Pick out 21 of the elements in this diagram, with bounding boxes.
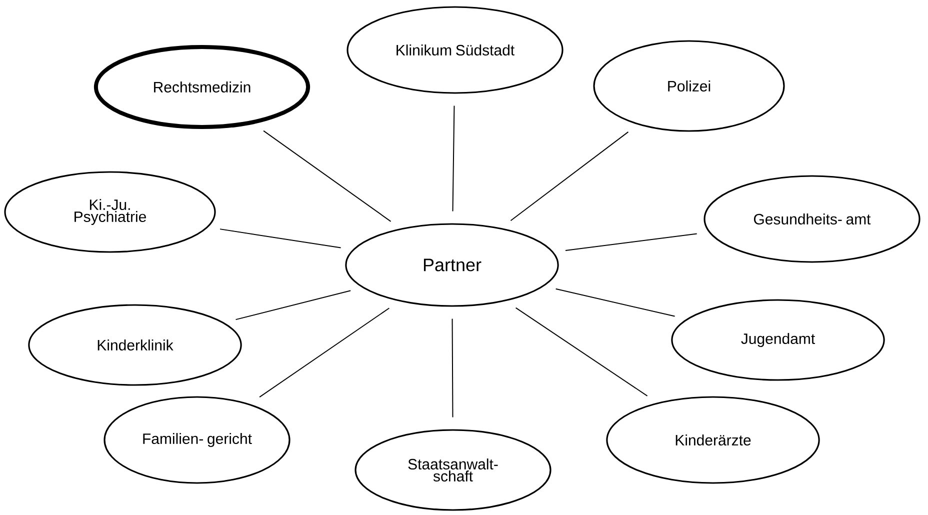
connector-line (452, 105, 455, 212)
connector-line (259, 308, 390, 398)
ellipse-node: Partner (345, 223, 559, 307)
connector-line (235, 290, 352, 320)
connector-line (263, 130, 392, 222)
ellipse-node: Kinderklinik (28, 304, 242, 386)
ellipse-node: Rechtsmedizin (94, 45, 310, 129)
connector-line (555, 288, 676, 317)
ellipse-node: Kinderärzte (606, 396, 820, 484)
connector-line (510, 131, 629, 222)
ellipse-node: Polizei (593, 40, 785, 132)
connector-line (452, 318, 454, 418)
ellipse-node: Ki.-Ju. Psychiatrie (4, 171, 216, 253)
ellipse-node: Jugendamt (671, 299, 885, 381)
ellipse-node: Familien- gericht (104, 396, 290, 484)
connector-line (565, 233, 698, 251)
ellipse-node: Gesundheits- amt (704, 175, 920, 263)
ellipse-node: Klinikum Südstadt (346, 6, 564, 94)
ellipse-node: Staatsanwalt- schaft (354, 429, 552, 511)
connector-line (220, 228, 342, 248)
connector-line (515, 307, 648, 396)
